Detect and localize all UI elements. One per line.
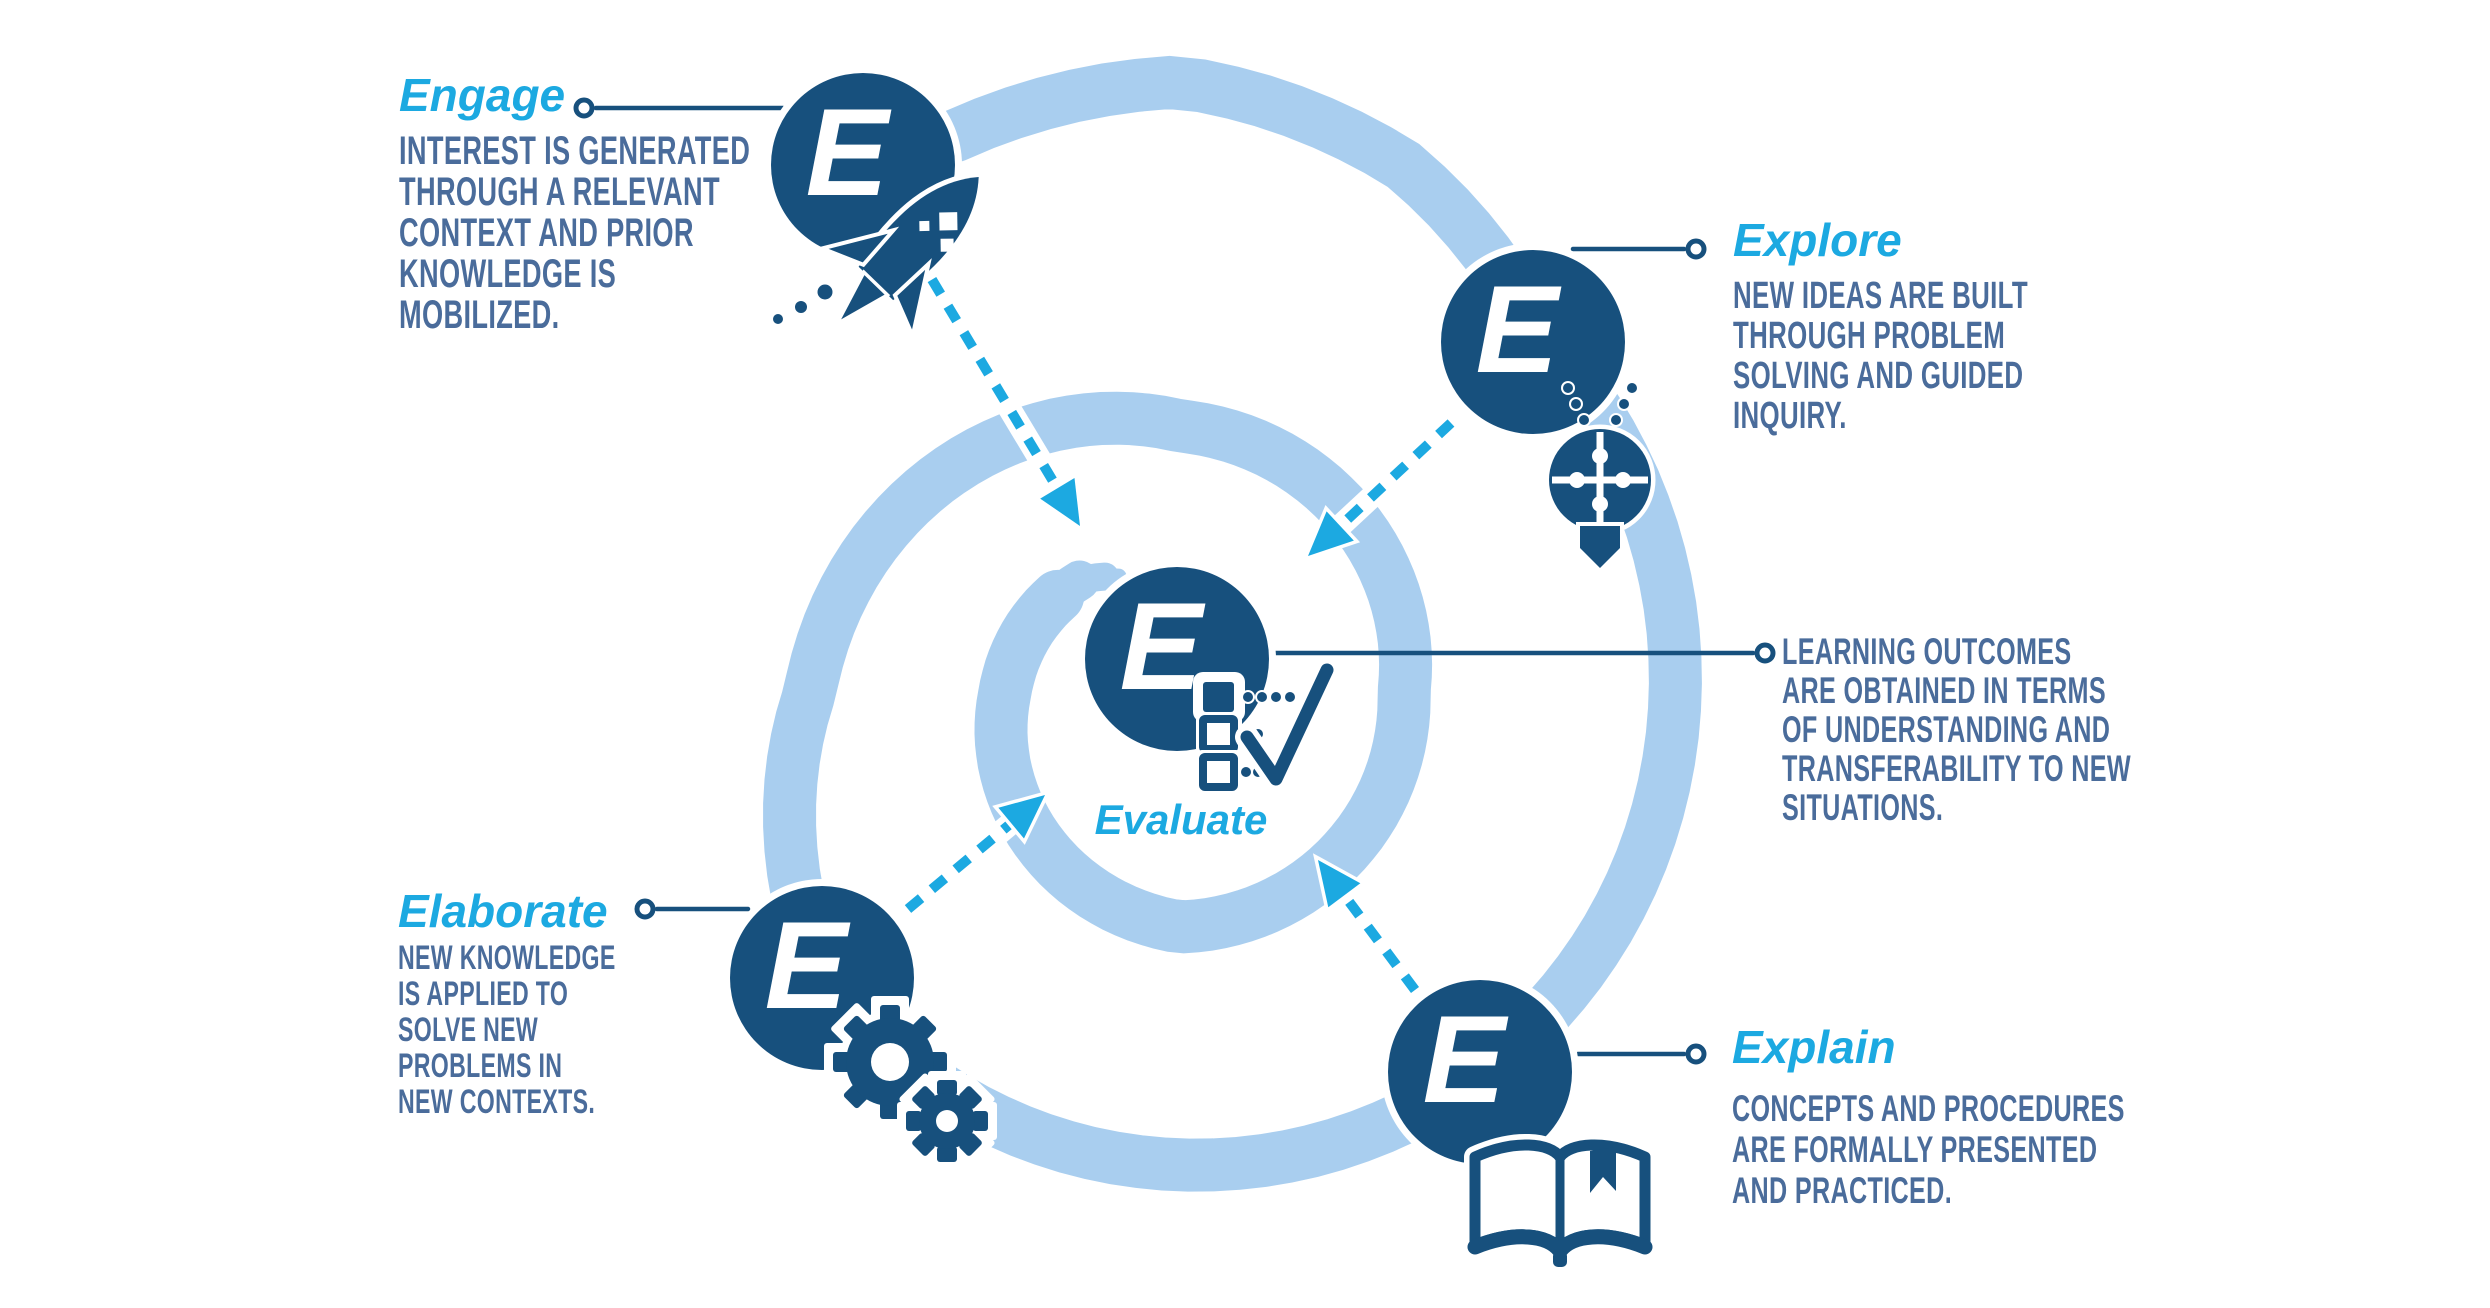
evaluate-callout: LEARNING OUTCOMES ARE OBTAINED IN TERMS … — [1782, 631, 2132, 828]
explore-arrowhead — [1301, 505, 1361, 562]
elaborate-title: Elaborate — [398, 885, 608, 937]
elaborate-description: NEW KNOWLEDGE IS APPLIED TO SOLVE NEW PR… — [398, 939, 616, 1121]
open-book-icon — [1464, 1134, 1656, 1267]
evaluate-title: Evaluate — [1094, 796, 1268, 843]
explore-letter: E — [1476, 261, 1562, 399]
spiral-ribbon — [763, 55, 1702, 1192]
evaluate-letter: E — [1120, 578, 1206, 716]
engage-title: Engage — [399, 69, 566, 121]
elaborate-letter: E — [765, 897, 851, 1035]
explain-title: Explain — [1732, 1021, 1896, 1073]
explore-arrow — [1301, 414, 1459, 562]
elaborate-arrowhead — [992, 789, 1052, 845]
explain-arrow — [1312, 853, 1425, 997]
explore-description: NEW IDEAS ARE BUILT THROUGH PROBLEM SOLV… — [1733, 275, 2029, 437]
explain-connector-dot — [1685, 1043, 1707, 1065]
engage-letter: E — [806, 84, 892, 222]
connectors — [573, 97, 1776, 1065]
spiral-path — [763, 55, 1702, 1192]
explain-description: CONCEPTS AND PROCEDURES ARE FORMALLY PRE… — [1732, 1088, 2125, 1211]
engage-description: INTEREST IS GENERATED THROUGH A RELEVANT… — [399, 129, 751, 337]
node-explore: E — [1434, 243, 1632, 441]
engage-connector-dot — [573, 97, 595, 119]
elaborate-arrow — [900, 789, 1052, 918]
explore-connector-dot — [1685, 238, 1707, 260]
gears-icon — [824, 996, 997, 1171]
engage-arrowhead — [1033, 472, 1085, 534]
checkmark — [1240, 663, 1334, 786]
checklist-icon — [1193, 658, 1339, 795]
inward-arrows — [900, 247, 1459, 997]
evaluate-connector-dot — [1754, 642, 1776, 664]
explain-letter: E — [1423, 991, 1509, 1129]
elaborate-connector-dot — [634, 898, 656, 920]
rocket-icon — [773, 171, 984, 343]
engage-arrow — [906, 247, 1085, 534]
explain-arrowhead — [1312, 853, 1367, 914]
lightbulb-puzzle-icon — [1544, 381, 1656, 574]
explore-title: Explore — [1733, 214, 1902, 266]
node-explain: E — [1381, 973, 1579, 1171]
